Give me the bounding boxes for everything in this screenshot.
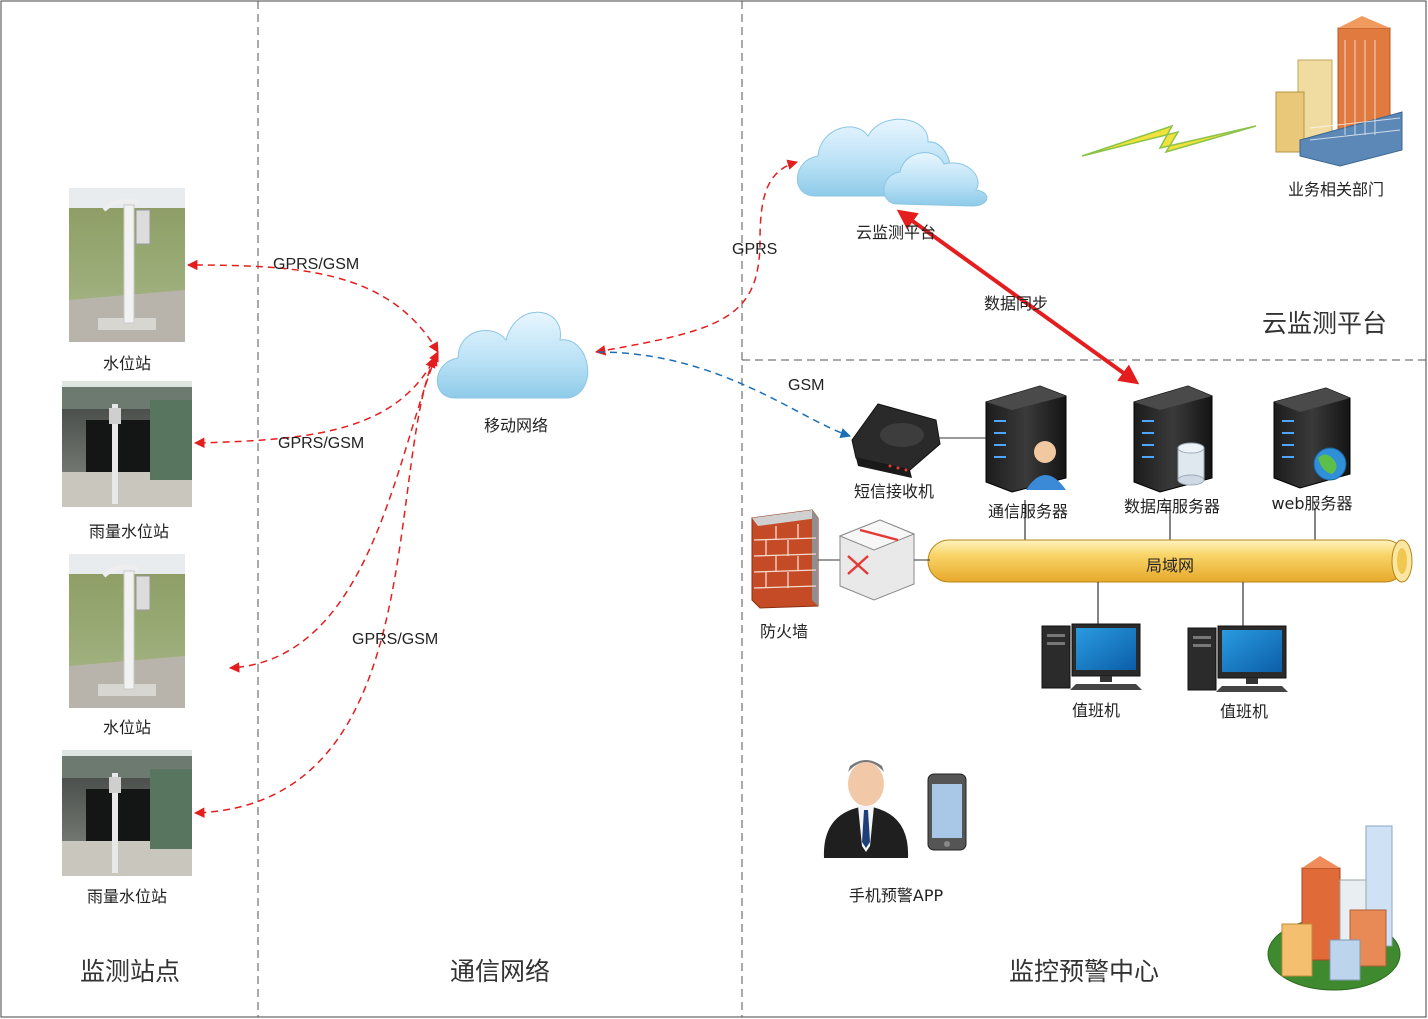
- database-server-icon: [1133, 385, 1213, 493]
- comm-server-icon: [985, 385, 1067, 493]
- station-label: 水位站: [102, 354, 152, 373]
- switch-icon: [838, 519, 916, 601]
- duty-pc-1-icon: [1041, 623, 1142, 690]
- lightning-icon: [1081, 124, 1257, 157]
- lan-label: 局域网: [1145, 556, 1195, 575]
- web-server-icon: [1273, 387, 1351, 489]
- smartphone-icon: [927, 773, 967, 851]
- db-server-label: 数据库服务器: [1123, 497, 1221, 516]
- link-label-gprs-gsm: GPRS/GSM: [352, 631, 439, 648]
- link-label-gsm: GSM: [788, 377, 825, 394]
- sms-receiver-icon: [851, 403, 941, 478]
- departments-building-icon: [1275, 16, 1403, 167]
- firewall-label: 防火墙: [759, 622, 809, 641]
- station-label: 水位站: [102, 718, 152, 737]
- cloud-platform-label: 云监测平台: [855, 223, 937, 242]
- cloud-platform-icon: [796, 118, 988, 207]
- departments-label: 业务相关部门: [1287, 180, 1385, 199]
- duty-pc-label: 值班机: [1071, 701, 1121, 720]
- link-label-gprs-gsm: GPRS/GSM: [273, 256, 360, 273]
- mobile-network-cloud-icon: [436, 311, 589, 399]
- station-label: 雨量水位站: [86, 887, 168, 906]
- link-gprs-gsm-1: [186, 259, 439, 353]
- link-label-gprs-gsm: GPRS/GSM: [278, 435, 365, 452]
- duty-pc-label: 值班机: [1219, 702, 1269, 721]
- link-gsm: [597, 351, 851, 439]
- link-gprs: [594, 159, 799, 356]
- duty-pc-2-icon: [1187, 625, 1288, 692]
- station-photo-rain-1: [62, 381, 192, 507]
- station-photo-rain-2: [62, 750, 192, 876]
- city-building-icon: [1267, 825, 1401, 991]
- manager-person-icon: [823, 760, 909, 858]
- web-server-label: web服务器: [1271, 494, 1353, 513]
- station-photo-water-2: [69, 554, 185, 708]
- zone-title-cloud: 云监测平台: [1262, 309, 1388, 338]
- link-gprs-gsm-2: [193, 351, 439, 449]
- lan-pipe: [927, 539, 1413, 583]
- sms-receiver-label: 短信接收机: [853, 482, 935, 501]
- firewall-icon: [751, 509, 819, 609]
- comm-server-label: 通信服务器: [987, 502, 1069, 521]
- station-photo-water-1: [69, 188, 185, 342]
- link-data-sync: [896, 209, 1140, 385]
- zone-title-stations: 监测站点: [79, 957, 181, 986]
- mobile-network-label: 移动网络: [483, 416, 549, 435]
- zone-title-center: 监控预警中心: [1008, 957, 1160, 986]
- data-sync-label: 数据同步: [984, 294, 1049, 313]
- mobile-app-label: 手机预警APP: [848, 886, 944, 905]
- link-label-gprs: GPRS: [732, 241, 778, 258]
- zone-title-network: 通信网络: [449, 957, 551, 986]
- link-gprs-gsm-4: [193, 357, 436, 818]
- station-label: 雨量水位站: [88, 522, 170, 541]
